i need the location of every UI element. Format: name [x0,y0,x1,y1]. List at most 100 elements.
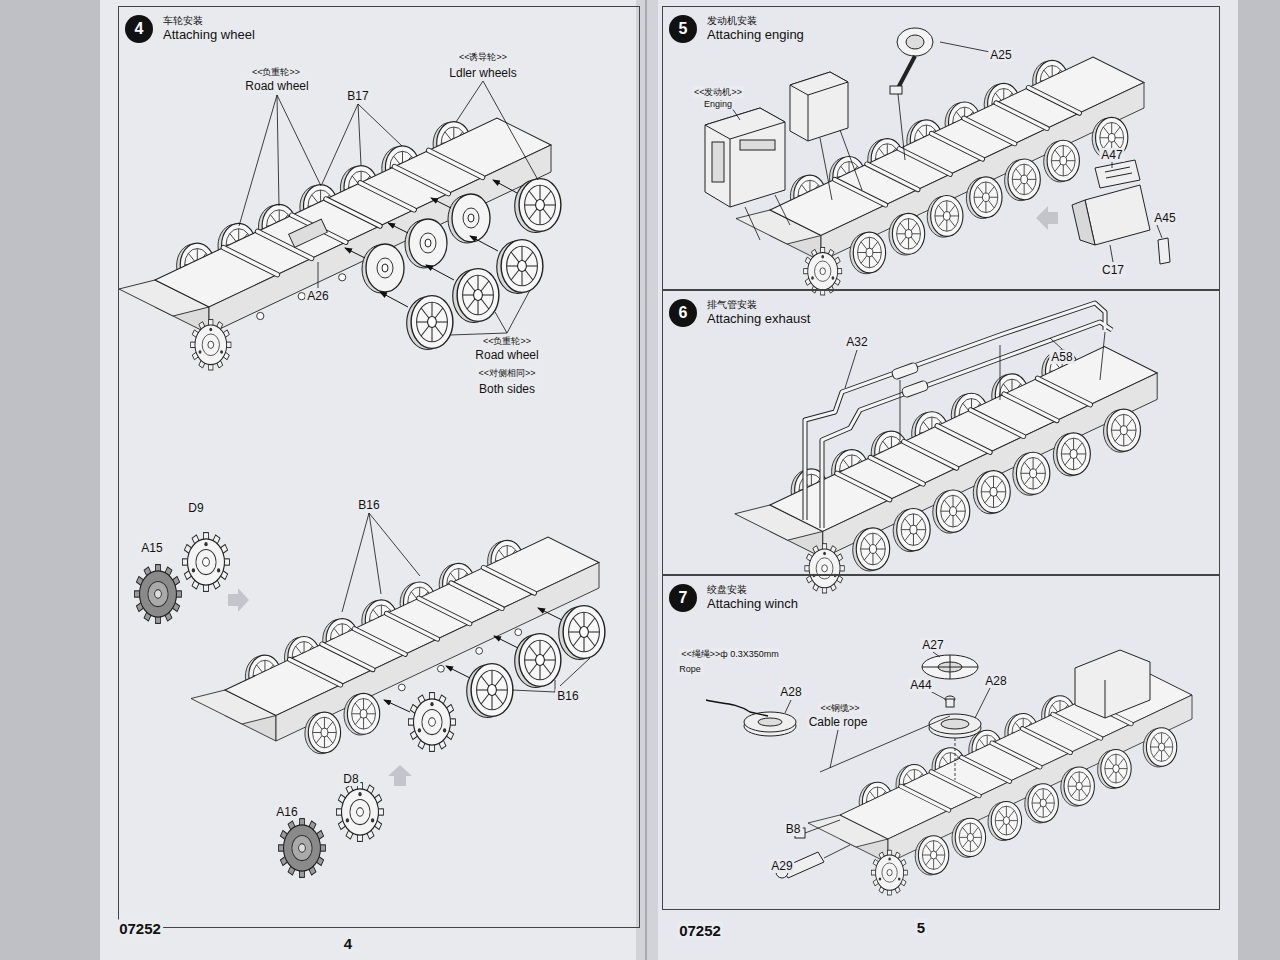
callout-label: <<绳绳>>ф 0.3X350mm [679,649,780,660]
callout-label: 07252 [677,922,723,939]
callout-label: B16 [555,689,580,703]
part-callout: 07252 [117,920,163,937]
part-callout: 07252 [677,922,723,939]
heading-chinese: 绞盘安装 [707,583,798,596]
callout-label: A16 [274,805,299,819]
part-callout: <<诱导轮>> [457,52,509,63]
callout-label: Both sides [477,382,537,396]
callout-label: D8 [341,772,360,786]
part-callout: Road wheel [473,348,540,362]
part-callout: 4 [342,935,354,952]
callout-label: <<钢缆>> [818,703,861,714]
callout-label: 07252 [117,920,163,937]
part-callout: Both sides [477,382,537,396]
heading-chinese: 发动机安装 [707,14,804,27]
callout-label: C17 [1100,263,1126,277]
part-callout: A26 [305,289,330,303]
part-callout: A47 [1099,148,1124,162]
callout-label: B16 [356,498,381,512]
step-number-text: 6 [679,305,688,321]
callout-label: <<对侧相同>> [476,368,537,379]
part-callout: <<钢缆>> [818,703,861,714]
step-heading: 排气管安装Attaching exhaust [707,298,810,327]
part-callout: A32 [844,335,869,349]
part-callout: Cable rope [807,715,870,729]
part-callout: <<负重轮>> [481,336,533,347]
step-number-text: 7 [679,590,688,606]
part-callout: B17 [345,89,370,103]
part-callout: C17 [1100,263,1126,277]
part-callout: A27 [920,638,945,652]
step-heading: 发动机安装Attaching enging [707,14,804,43]
part-callout: B16 [555,689,580,703]
part-callout: A58 [1049,350,1074,364]
callout-label: A15 [139,541,164,555]
part-callout: Rope [677,664,703,675]
part-callout: A44 [908,678,933,692]
callout-label: Road wheel [243,79,310,93]
callout-label: 4 [342,935,354,952]
callout-label: A32 [844,335,869,349]
part-callout: <<对侧相同>> [476,368,537,379]
part-callout: D8 [341,772,360,786]
step-panel: 发动机安装Attaching enging 5 [662,6,1220,290]
callout-label: Rope [677,664,703,675]
callout-label: A28 [778,685,803,699]
part-callout: A16 [274,805,299,819]
callout-label: A29 [769,859,794,873]
callout-label: A27 [920,638,945,652]
part-callout: Ldler wheels [447,66,518,80]
callout-label: Enging [702,99,734,110]
step-number: 5 [669,15,697,43]
callout-label: B8 [784,822,803,836]
heading-chinese: 车轮安装 [163,14,255,27]
callout-label: A25 [988,48,1013,62]
callout-label: D9 [186,501,205,515]
callout-label: <<负重轮>> [481,336,533,347]
callout-label: Cable rope [807,715,870,729]
part-callout: A25 [988,48,1013,62]
callout-label: <<诱导轮>> [457,52,509,63]
step-number: 6 [669,299,697,327]
part-callout: A45 [1152,211,1177,225]
part-callout: B16 [356,498,381,512]
step-number: 4 [125,15,153,43]
heading-english: Attaching exhaust [707,311,810,327]
step-number-text: 4 [135,21,144,37]
step-panel: 排气管安装Attaching exhaust 6 [662,290,1220,575]
step-number-text: 5 [679,21,688,37]
heading-english: Attaching enging [707,27,804,43]
part-callout: <<发动机>> [692,87,744,98]
step-panel: 车轮安装Attaching wheel 4 [118,6,640,928]
part-callout: A28 [983,674,1008,688]
callout-label: A44 [908,678,933,692]
step-heading: 绞盘安装Attaching winch [707,583,798,612]
part-callout: A15 [139,541,164,555]
callout-label: A26 [305,289,330,303]
callout-label: Road wheel [473,348,540,362]
callout-label: A58 [1049,350,1074,364]
step-heading: 车轮安装Attaching wheel [163,14,255,43]
callout-label: A47 [1099,148,1124,162]
callout-label: Ldler wheels [447,66,518,80]
heading-chinese: 排气管安装 [707,298,810,311]
part-callout: D9 [186,501,205,515]
callout-label: <<发动机>> [692,87,744,98]
part-callout: 5 [915,919,927,936]
heading-english: Attaching winch [707,596,798,612]
step-number: 7 [669,584,697,612]
callout-label: A28 [983,674,1008,688]
part-callout: A28 [778,685,803,699]
callout-label: <<负重轮>> [250,67,302,78]
heading-english: Attaching wheel [163,27,255,43]
part-callout: <<绳绳>>ф 0.3X350mm [679,649,780,660]
part-callout: Enging [702,99,734,110]
part-callout: <<负重轮>> [250,67,302,78]
part-callout: Road wheel [243,79,310,93]
callout-label: B17 [345,89,370,103]
callout-label: A45 [1152,211,1177,225]
callout-label: 5 [915,919,927,936]
part-callout: A29 [769,859,794,873]
part-callout: B8 [784,822,803,836]
